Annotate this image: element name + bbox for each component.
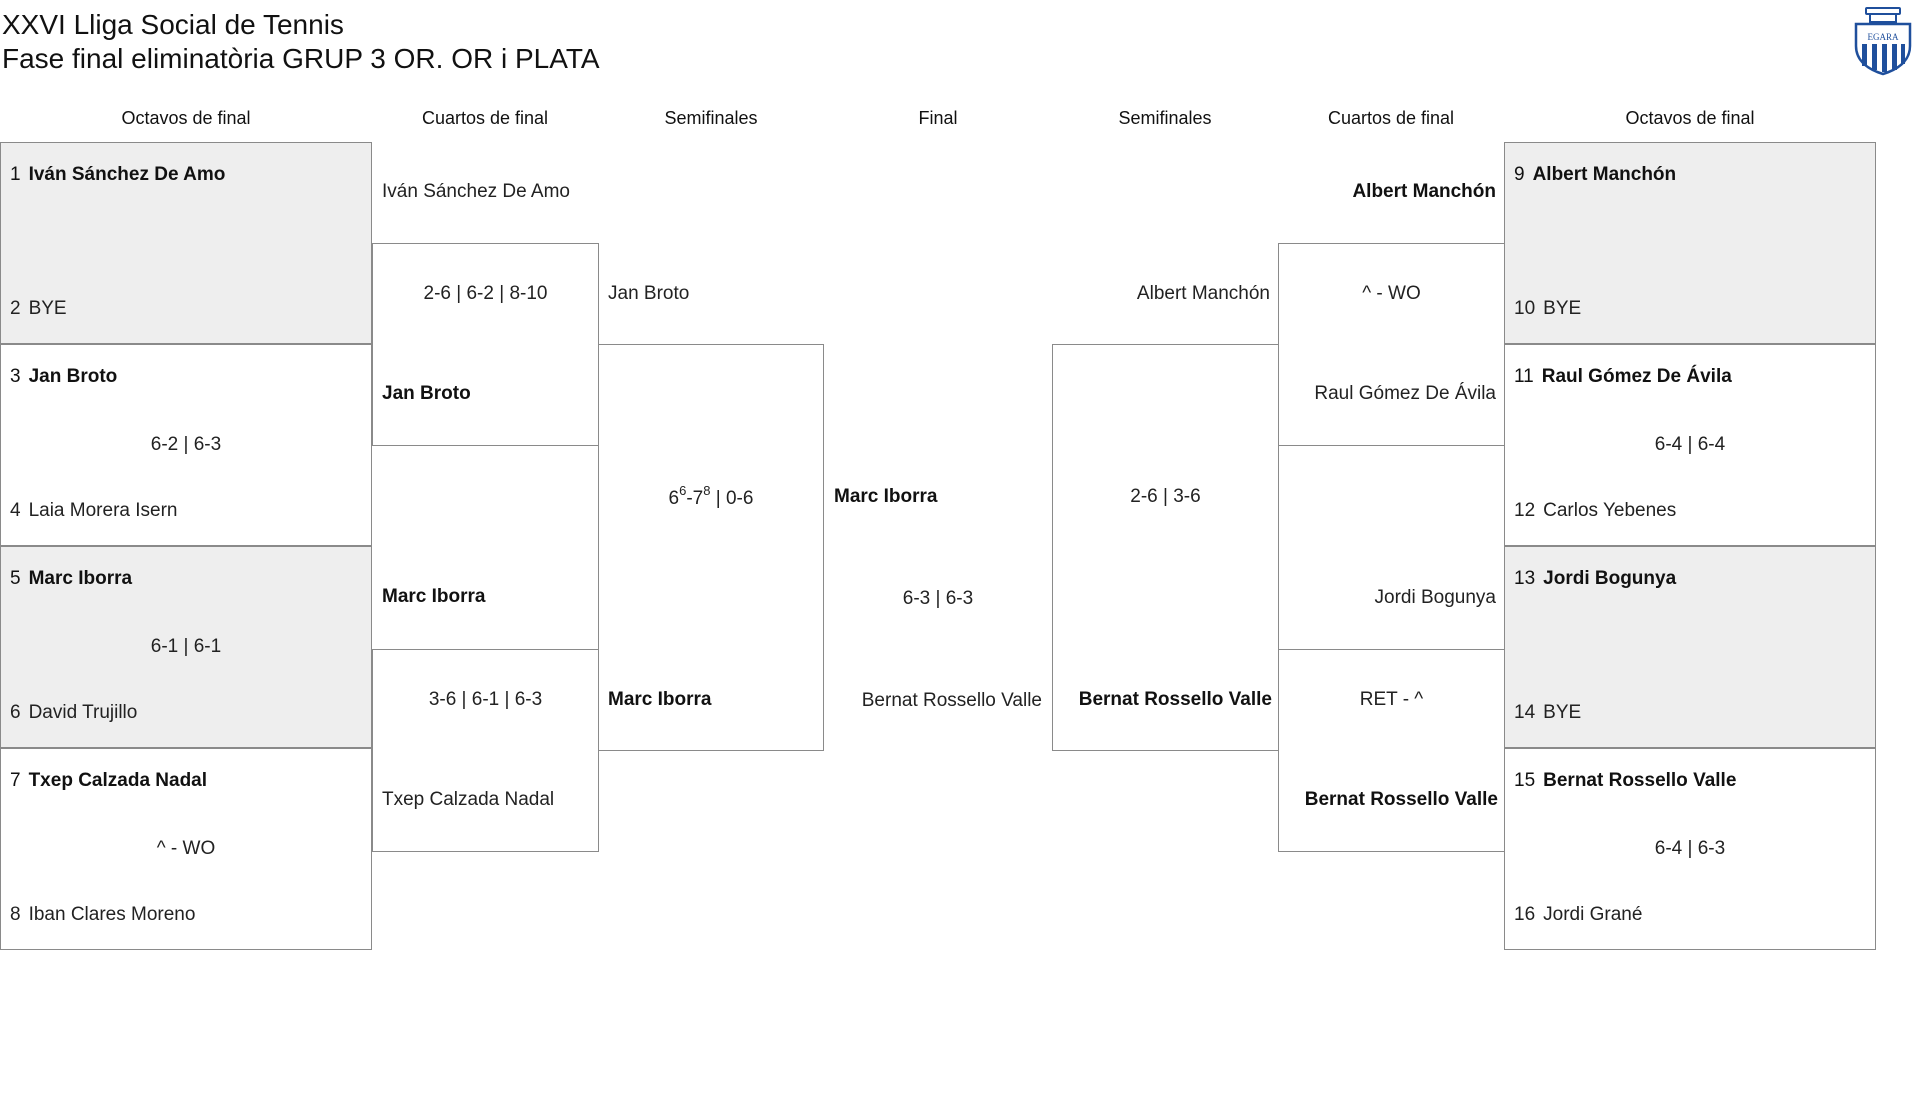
player-row[interactable]: 3 Jan Broto (10, 365, 117, 389)
player-name[interactable]: Marc Iborra (834, 486, 938, 507)
match-box-right-r16-4 (1504, 748, 1876, 950)
player-row[interactable]: 7 Txep Calzada Nadal (10, 769, 207, 793)
match-box-right-r16-2 (1504, 344, 1876, 546)
player-name: BYE (28, 298, 67, 319)
match-box-right-r16-1 (1504, 142, 1876, 344)
player-row[interactable]: 5 Marc Iborra (10, 567, 132, 591)
player-row[interactable]: 11 Raul Gómez De Ávila (1514, 365, 1732, 389)
match-box-left-qf-1 (372, 243, 599, 446)
player-name[interactable]: Bernat Rossello Valle (861, 690, 1042, 711)
player-name[interactable]: Iván Sánchez De Amo (382, 181, 570, 202)
seed-number: 4 (10, 500, 21, 521)
column-header-right-r16: Octavos de final (1625, 108, 1755, 128)
match-box-left-qf-2 (372, 649, 599, 852)
match-score: 66-78 | 0-6 (668, 482, 754, 509)
player-name[interactable]: Marc Iborra (608, 689, 712, 710)
player-row[interactable]: 12 Carlos Yebenes (1514, 499, 1676, 523)
page-title: XXVI Lliga Social de Tennis (2, 9, 344, 40)
player-name: Txep Calzada Nadal (28, 770, 208, 791)
player-name[interactable]: Bernat Rossello Valle (1304, 789, 1498, 810)
match-box-left-r16-1 (0, 142, 372, 344)
page-subtitle: Fase final eliminatòria GRUP 3 OR. OR i … (2, 43, 600, 74)
player-name: Iban Clares Moreno (28, 904, 196, 925)
player-name[interactable]: Albert Manchón (1352, 181, 1496, 202)
match-score: ^ - WO (156, 838, 216, 859)
player-name[interactable]: Albert Manchón (1136, 283, 1270, 304)
player-name: Carlos Yebenes (1543, 500, 1677, 521)
match-box-left-sf (598, 344, 824, 751)
player-name[interactable]: Raul Gómez De Ávila (1314, 383, 1496, 404)
match-score: 3-6 | 6-1 | 6-3 (428, 689, 543, 710)
player-name: Jordi Bogunya (1543, 568, 1677, 589)
column-header-left-sf: Semifinales (664, 108, 758, 128)
seed-number: 11 (1514, 366, 1534, 387)
player-name: Marc Iborra (28, 568, 133, 589)
player-name: Jordi Grané (1543, 904, 1643, 925)
match-score: 6-1 | 6-1 (150, 636, 222, 657)
seed-number: 2 (10, 298, 21, 319)
seed-number: 7 (10, 770, 21, 791)
match-box-left-r16-2 (0, 344, 372, 546)
player-name[interactable]: Marc Iborra (382, 586, 486, 607)
match-score: 2-6 | 3-6 (1130, 486, 1201, 507)
player-row[interactable]: 16 Jordi Grané (1514, 903, 1642, 927)
player-row[interactable]: 9 Albert Manchón (1514, 163, 1676, 187)
player-name[interactable]: Jan Broto (382, 383, 471, 404)
match-score: 6-4 | 6-3 (1654, 838, 1726, 859)
player-row[interactable]: 8 Iban Clares Moreno (10, 903, 195, 927)
player-name: David Trujillo (28, 702, 138, 723)
seed-number: 13 (1514, 568, 1536, 589)
player-row[interactable]: 13 Jordi Bogunya (1514, 567, 1676, 591)
player-row[interactable]: 15 Bernat Rossello Valle (1514, 769, 1736, 793)
seed-number: 10 (1514, 298, 1536, 319)
player-name: BYE (1543, 702, 1582, 723)
match-score: 6-4 | 6-4 (1654, 434, 1726, 455)
player-name: Laia Morera Isern (28, 500, 178, 521)
seed-number: 16 (1514, 904, 1536, 925)
match-score: ^ - WO (1362, 283, 1421, 304)
player-name: Jan Broto (28, 366, 118, 387)
player-name[interactable]: Txep Calzada Nadal (382, 789, 555, 810)
club-crest-icon: EGARA (1852, 6, 1914, 76)
player-name: BYE (1543, 298, 1582, 319)
player-row[interactable]: 6 David Trujillo (10, 701, 137, 725)
player-name[interactable]: Jan Broto (608, 283, 690, 304)
match-score: RET - ^ (1359, 689, 1424, 710)
column-header-left-qf: Cuartos de final (421, 108, 549, 128)
seed-number: 5 (10, 568, 21, 589)
player-name: Iván Sánchez De Amo (28, 164, 226, 185)
player-row[interactable]: 4 Laia Morera Isern (10, 499, 177, 523)
match-box-right-qf-1 (1278, 243, 1505, 446)
player-name: Raul Gómez De Ávila (1541, 366, 1732, 387)
seed-number: 9 (1514, 164, 1525, 185)
column-header-final: Final (918, 108, 958, 128)
seed-number: 12 (1514, 500, 1536, 521)
seed-number: 14 (1514, 702, 1536, 723)
player-row[interactable]: 14 BYE (1514, 701, 1581, 725)
match-box-right-r16-3 (1504, 546, 1876, 748)
player-row[interactable]: 2 BYE (10, 297, 67, 321)
seed-number: 3 (10, 366, 21, 387)
player-name: Albert Manchón (1532, 164, 1677, 185)
column-header-right-sf: Semifinales (1118, 108, 1212, 128)
seed-number: 8 (10, 904, 21, 925)
logo-text: EGARA (1868, 32, 1899, 42)
column-header-left-r16: Octavos de final (121, 108, 251, 128)
player-row[interactable]: 1 Iván Sánchez De Amo (10, 163, 225, 187)
match-score: 6-2 | 6-3 (150, 434, 222, 455)
match-box-left-r16-3 (0, 546, 372, 748)
column-header-right-qf: Cuartos de final (1327, 108, 1455, 128)
match-score: 2-6 | 6-2 | 8-10 (423, 283, 548, 304)
seed-number: 6 (10, 702, 21, 723)
player-name[interactable]: Jordi Bogunya (1374, 587, 1496, 608)
match-box-right-sf (1052, 344, 1279, 751)
player-row[interactable]: 10 BYE (1514, 297, 1581, 321)
match-box-right-qf-2 (1278, 649, 1505, 852)
seed-number: 1 (10, 164, 21, 185)
seed-number: 15 (1514, 770, 1536, 791)
match-box-left-r16-4 (0, 748, 372, 950)
player-name: Bernat Rossello Valle (1543, 770, 1737, 791)
player-name[interactable]: Bernat Rossello Valle (1078, 689, 1272, 710)
match-score: 6-3 | 6-3 (902, 588, 974, 609)
